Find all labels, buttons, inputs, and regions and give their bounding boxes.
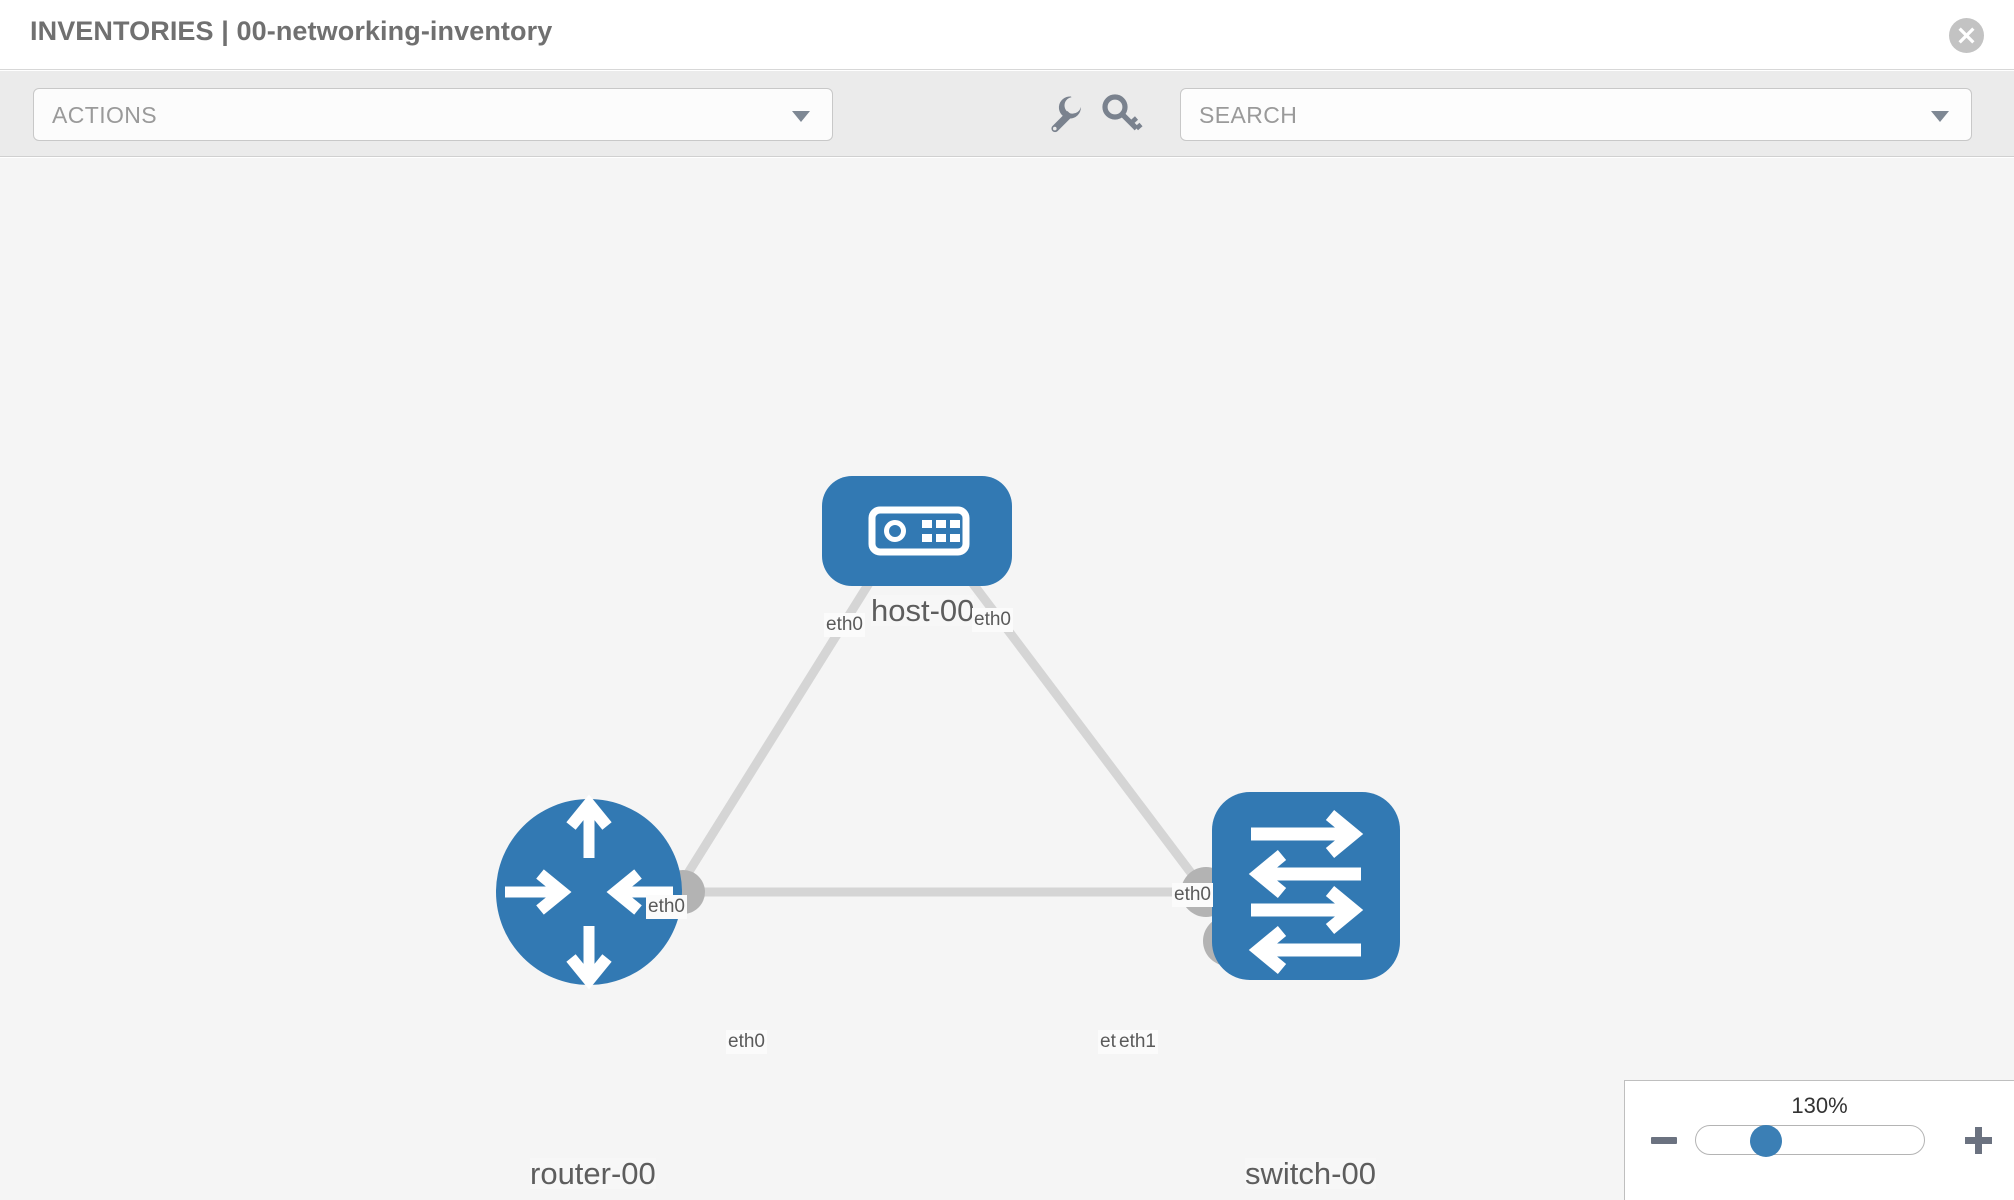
- server-icon: [868, 506, 970, 556]
- search-placeholder: SEARCH: [1199, 102, 1298, 128]
- plus-icon[interactable]: [1965, 1127, 1992, 1154]
- node-router-00: [496, 794, 682, 990]
- node-label-router-00: router-00: [530, 1156, 656, 1191]
- edge-label-eth0-router-upper: eth0: [646, 895, 687, 919]
- zoom-control-panel: 130%: [1624, 1080, 2014, 1200]
- close-icon[interactable]: [1949, 18, 1984, 53]
- topology-connectors: [661, 521, 1253, 966]
- node-label-host-00: host-00: [871, 593, 975, 628]
- minus-icon[interactable]: [1651, 1137, 1677, 1144]
- edge-host-router: [656, 553, 890, 921]
- page-header: INVENTORIES | 00-networking-inventory: [0, 0, 2014, 70]
- zoom-percent-label: 130%: [1791, 1093, 1848, 1118]
- router-arrows-icon: [505, 794, 673, 990]
- edge-label-eth0-router-right: eth0: [726, 1030, 767, 1054]
- chevron-down-icon[interactable]: [1931, 110, 1949, 122]
- page-title: INVENTORIES | 00-networking-inventory: [30, 16, 553, 46]
- key-icon[interactable]: [1098, 91, 1144, 137]
- actions-dropdown[interactable]: ACTIONS: [33, 88, 833, 141]
- switch-arrows-icon: [1248, 809, 1364, 975]
- zoom-slider-track[interactable]: [1695, 1125, 1925, 1155]
- zoom-slider-thumb[interactable]: [1750, 1125, 1782, 1157]
- edge-label-eth0-switch-upper: eth0: [1172, 883, 1213, 907]
- node-label-switch-00: switch-00: [1245, 1156, 1376, 1191]
- edge-label-eth0-host-left: eth0: [824, 613, 865, 637]
- chevron-down-icon: [792, 110, 810, 122]
- edge-label-eth1-switch-left: eth1: [1117, 1030, 1158, 1054]
- toolbar: ACTIONS SEARCH: [0, 71, 2014, 157]
- node-switch-00: [1212, 792, 1400, 980]
- topology-canvas[interactable]: host-00 router-00 switch-00 eth0 eth0 et…: [0, 158, 2014, 1200]
- actions-dropdown-label: ACTIONS: [52, 102, 158, 128]
- wrench-icon[interactable]: [1043, 91, 1089, 137]
- search-input[interactable]: SEARCH: [1180, 88, 1972, 141]
- node-host-00: [822, 476, 1012, 586]
- edge-label-eth0-host-right: eth0: [972, 608, 1013, 632]
- topology-graph: [496, 476, 1400, 990]
